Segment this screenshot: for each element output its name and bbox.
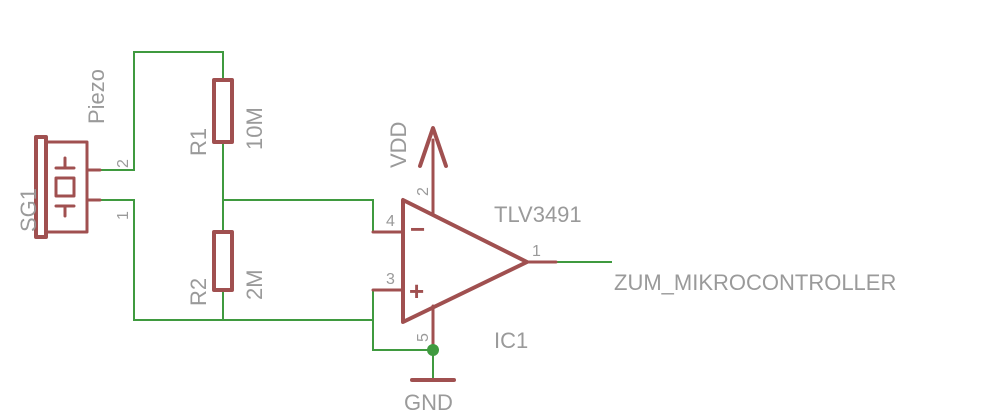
gnd-symbol: GND <box>404 350 456 415</box>
opamp-pin-out-number: 1 <box>532 243 541 260</box>
gnd-label: GND <box>404 390 453 415</box>
output-net-label: ZUM_MIKROCONTROLLER <box>614 270 896 295</box>
r2-ref-label: R2 <box>186 278 211 306</box>
r1-ref-label: R1 <box>186 128 211 156</box>
resistor-r2: R2 2M <box>186 230 267 306</box>
r2-body <box>212 230 234 292</box>
opamp-ic1: − + 2 4 3 1 5 TLV3491 IC1 <box>371 138 582 353</box>
opamp-value-label: TLV3491 <box>494 202 582 227</box>
wire-piezo-pin2-to-r1-top <box>87 51 224 171</box>
opamp-triangle <box>401 198 529 324</box>
r1-body <box>212 78 234 144</box>
piezo-frame <box>34 135 48 239</box>
opamp-pin-inv-number: 4 <box>386 213 395 230</box>
piezo-crystal <box>54 176 76 198</box>
piezo-body <box>44 140 89 234</box>
resistor-r1: R1 10M <box>186 78 267 156</box>
piezo-pin1-number: 1 <box>115 211 132 220</box>
vdd-arrow-icon <box>418 126 448 168</box>
opamp-inverting-sign: − <box>410 214 425 244</box>
vdd-label: VDD <box>386 122 411 168</box>
opamp-pin-gnd-number: 5 <box>415 333 432 342</box>
opamp-pin-noninv-number: 3 <box>386 271 395 288</box>
vdd-supply-symbol: VDD <box>386 122 448 168</box>
r1-value-label: 10M <box>242 107 267 150</box>
opamp-ref-label: IC1 <box>494 328 528 353</box>
r2-value-label: 2M <box>242 269 267 300</box>
piezo-value-label: Piezo <box>84 69 109 124</box>
wire-piezo-pin1-to-bottom <box>87 199 373 321</box>
wires <box>87 51 612 351</box>
wire-r1-r2-to-inverting-input <box>222 142 403 233</box>
junction-dot <box>427 344 439 356</box>
opamp-noninverting-sign: + <box>409 276 424 306</box>
piezo-ref-label: SG1 <box>16 188 41 232</box>
piezo-pin2-number: 2 <box>115 159 132 168</box>
opamp-pin-vdd-number: 2 <box>415 187 432 196</box>
piezo-sg1: SG1 Piezo 2 1 <box>16 69 132 239</box>
